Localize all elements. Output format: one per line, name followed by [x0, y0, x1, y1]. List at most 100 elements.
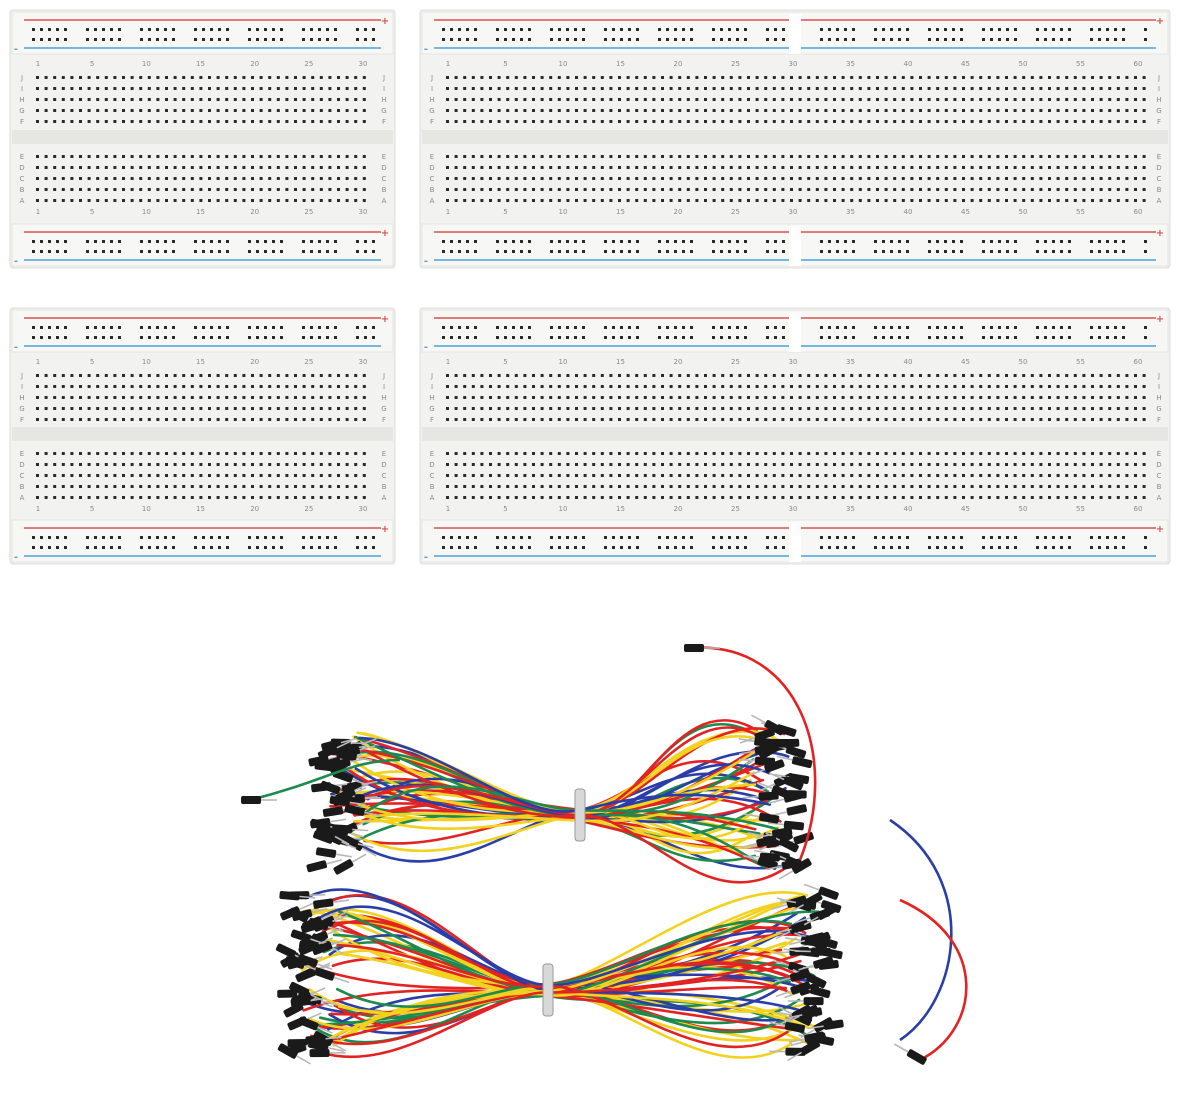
- terminal-hole: [354, 396, 358, 399]
- terminal-hole: [738, 407, 742, 410]
- terminal-hole: [686, 98, 690, 101]
- terminal-hole: [337, 188, 340, 191]
- terminal-hole: [70, 474, 74, 477]
- terminal-hole: [1116, 177, 1120, 180]
- rail-hole: [466, 336, 469, 339]
- terminal-hole: [147, 463, 151, 466]
- terminal-hole: [79, 109, 82, 112]
- terminal-hole: [122, 463, 125, 466]
- terminal-hole: [540, 463, 544, 466]
- terminal-hole: [523, 109, 527, 112]
- rail-hole: [658, 536, 661, 539]
- terminal-hole: [944, 452, 948, 455]
- terminal-hole: [122, 155, 125, 158]
- terminal-hole: [747, 485, 750, 488]
- terminal-hole: [514, 177, 518, 180]
- terminal-hole: [815, 463, 819, 466]
- terminal-hole: [1030, 188, 1034, 191]
- terminal-hole: [876, 188, 879, 191]
- terminal-hole: [79, 76, 82, 79]
- rail-hole: [118, 336, 121, 339]
- rail-hole: [218, 38, 221, 41]
- terminal-hole: [147, 418, 151, 421]
- rail-hole: [466, 546, 469, 549]
- terminal-hole: [199, 166, 203, 169]
- column-number: 1: [446, 60, 450, 68]
- rail-hole: [844, 546, 847, 549]
- terminal-hole: [557, 76, 561, 79]
- terminal-hole: [850, 76, 854, 79]
- terminal-hole: [1099, 76, 1103, 79]
- terminal-hole: [901, 396, 905, 399]
- rail-hole: [1106, 28, 1109, 31]
- rail-hole: [1060, 38, 1063, 41]
- terminal-hole: [328, 385, 332, 388]
- terminal-hole: [790, 474, 793, 477]
- terminal-hole: [566, 87, 570, 90]
- terminal-hole: [618, 452, 621, 455]
- terminal-hole: [704, 474, 707, 477]
- jumper-wire: [899, 898, 968, 1062]
- column-number: 60: [1134, 505, 1143, 513]
- rail-hole: [474, 28, 477, 31]
- wire-loop-group: [306, 714, 814, 884]
- terminal-hole: [695, 109, 699, 112]
- rail-hole: [828, 536, 831, 539]
- rail-hole: [172, 326, 175, 329]
- terminal-hole: [867, 485, 871, 488]
- terminal-hole: [113, 188, 117, 191]
- rail-hole: [628, 38, 631, 41]
- terminal-hole: [540, 396, 544, 399]
- terminal-hole: [815, 98, 819, 101]
- terminal-hole: [259, 109, 263, 112]
- terminal-hole: [618, 188, 621, 191]
- terminal-hole: [489, 407, 492, 410]
- terminal-hole: [294, 418, 297, 421]
- terminal-hole: [1039, 463, 1043, 466]
- terminal-hole: [36, 374, 39, 377]
- terminal-hole: [747, 76, 750, 79]
- terminal-hole: [764, 188, 768, 191]
- rail-hole: [674, 38, 677, 41]
- terminal-hole: [824, 452, 828, 455]
- terminal-hole: [130, 496, 134, 499]
- terminal-hole: [345, 385, 349, 388]
- terminal-hole: [557, 474, 561, 477]
- terminal-hole: [919, 166, 922, 169]
- terminal-hole: [1099, 155, 1103, 158]
- rail-hole: [56, 326, 59, 329]
- terminal-hole: [87, 496, 91, 499]
- terminal-hole: [480, 407, 484, 410]
- terminal-hole: [790, 452, 793, 455]
- terminal-hole: [609, 418, 613, 421]
- rail-hole: [1114, 326, 1117, 329]
- terminal-hole: [824, 188, 828, 191]
- terminal-hole: [721, 120, 725, 123]
- terminal-hole: [225, 98, 229, 101]
- column-number: 20: [250, 505, 259, 513]
- terminal-hole: [61, 485, 65, 488]
- terminal-hole: [721, 496, 725, 499]
- terminal-hole: [345, 166, 349, 169]
- terminal-hole: [454, 496, 458, 499]
- terminal-hole: [156, 496, 160, 499]
- terminal-hole: [1065, 109, 1069, 112]
- terminal-hole: [738, 396, 742, 399]
- rail-hole: [156, 28, 159, 31]
- terminal-hole: [953, 199, 957, 202]
- terminal-hole: [497, 120, 501, 123]
- rail-hole: [86, 250, 89, 253]
- terminal-hole: [798, 98, 802, 101]
- terminal-hole: [858, 166, 862, 169]
- rail-hole: [852, 326, 855, 329]
- terminal-hole: [294, 98, 297, 101]
- terminal-hole: [328, 76, 332, 79]
- terminal-hole: [652, 407, 656, 410]
- terminal-hole: [618, 120, 621, 123]
- terminal-hole: [1039, 166, 1043, 169]
- terminal-hole: [251, 485, 254, 488]
- rail-hole: [110, 336, 113, 339]
- terminal-hole: [532, 396, 535, 399]
- terminal-hole: [156, 155, 160, 158]
- terminal-hole: [216, 385, 220, 388]
